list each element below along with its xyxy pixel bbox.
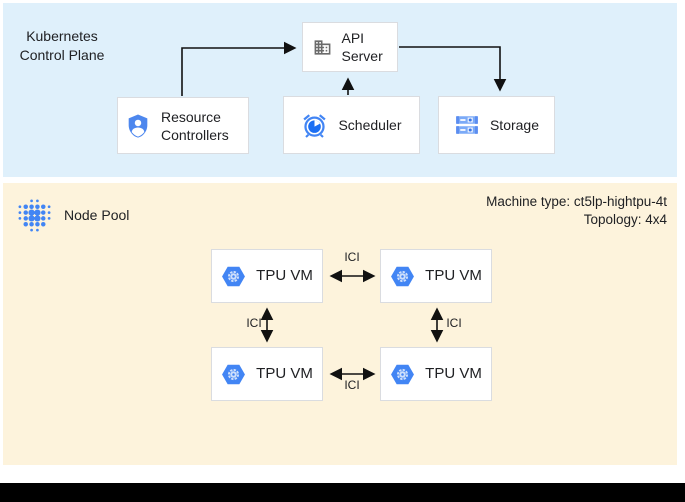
tpu-vm-node-1[interactable]: TPU VM [211,249,323,303]
ici-label-right: ICI [446,316,462,330]
node-pool-panel [3,183,677,465]
storage-node[interactable]: Storage [438,96,555,154]
scheduler-node[interactable]: Scheduler [283,96,420,154]
window-bottom-bar [0,483,685,502]
shield-user-icon [125,113,151,139]
control-plane-title-line2: Control Plane [19,47,105,63]
server-stack-icon [454,112,480,138]
resource-controllers-node[interactable]: Resource Controllers [117,97,249,154]
ici-label-top: ICI [344,250,360,264]
hexagon-gear-icon [221,264,246,289]
control-plane-title: Kubernetes Control Plane [14,27,110,65]
machine-type-text: Machine type: ct5lp-hightpu-4t [486,194,667,209]
tpu-vm-label: TPU VM [256,267,313,284]
api-server-label: API Server [341,30,383,64]
ici-label-bottom: ICI [344,378,360,392]
tpu-vm-label: TPU VM [425,267,482,284]
building-icon [313,38,332,57]
hexagon-gear-icon [390,264,415,289]
storage-label: Storage [489,117,540,133]
tpu-vm-label: TPU VM [256,365,313,382]
topology-text: Topology: 4x4 [583,212,667,227]
tpu-vm-label: TPU VM [425,365,482,382]
tpu-vm-node-3[interactable]: TPU VM [211,347,323,401]
machine-info: Machine type: ct5lp-hightpu-4t Topology:… [486,193,667,229]
alarm-clock-icon [301,112,328,139]
control-plane-title-line1: Kubernetes [26,28,98,44]
node-pool-title: Node Pool [64,207,130,223]
resource-controllers-label: Resource Controllers [161,108,229,143]
api-server-node[interactable]: API Server [302,22,398,72]
tpu-vm-node-2[interactable]: TPU VM [380,249,492,303]
ici-label-left: ICI [246,316,262,330]
tpu-vm-node-4[interactable]: TPU VM [380,347,492,401]
hexagon-gear-icon [390,362,415,387]
hexagon-gear-icon [221,362,246,387]
scheduler-label: Scheduler [338,117,402,133]
dot-cluster-icon [16,197,53,234]
